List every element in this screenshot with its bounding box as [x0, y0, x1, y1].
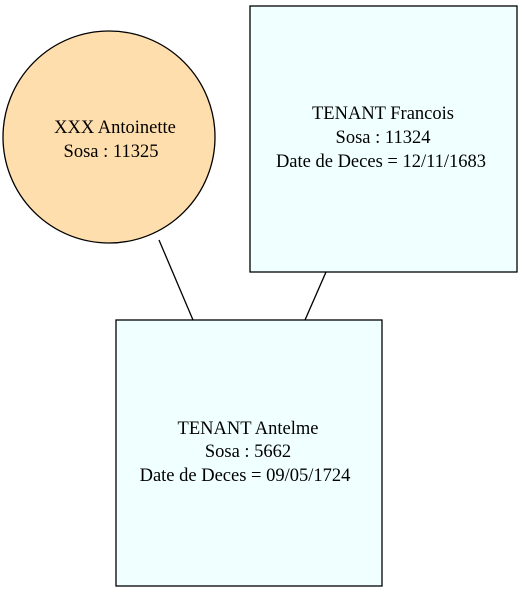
node-antelme[interactable]: TENANT Antelme Sosa : 5662 Date de Deces… — [115, 319, 383, 587]
node-antoinette[interactable]: XXX Antoinette Sosa : 11325 — [2, 30, 216, 244]
node-antoinette-sosa: Sosa : 11325 — [64, 142, 159, 162]
edge-francois-to-antelme — [304, 271, 327, 321]
node-francois-name: TENANT Francois — [312, 104, 454, 124]
edge-antoinette-to-antelme — [158, 239, 194, 321]
node-francois-box — [249, 5, 518, 273]
node-antelme-death-date: Date de Deces = 09/05/1724 — [140, 466, 351, 486]
node-francois-death-date: Date de Deces = 12/11/1683 — [276, 152, 486, 172]
node-antoinette-circle — [2, 30, 216, 244]
node-francois-sosa: Sosa : 11324 — [336, 128, 431, 148]
node-antelme-name: TENANT Antelme — [178, 419, 319, 439]
node-francois[interactable]: TENANT Francois Sosa : 11324 Date de Dec… — [249, 5, 518, 273]
node-antoinette-name: XXX Antoinette — [54, 118, 176, 138]
node-antelme-sosa: Sosa : 5662 — [205, 442, 291, 462]
node-antelme-box — [115, 319, 383, 587]
